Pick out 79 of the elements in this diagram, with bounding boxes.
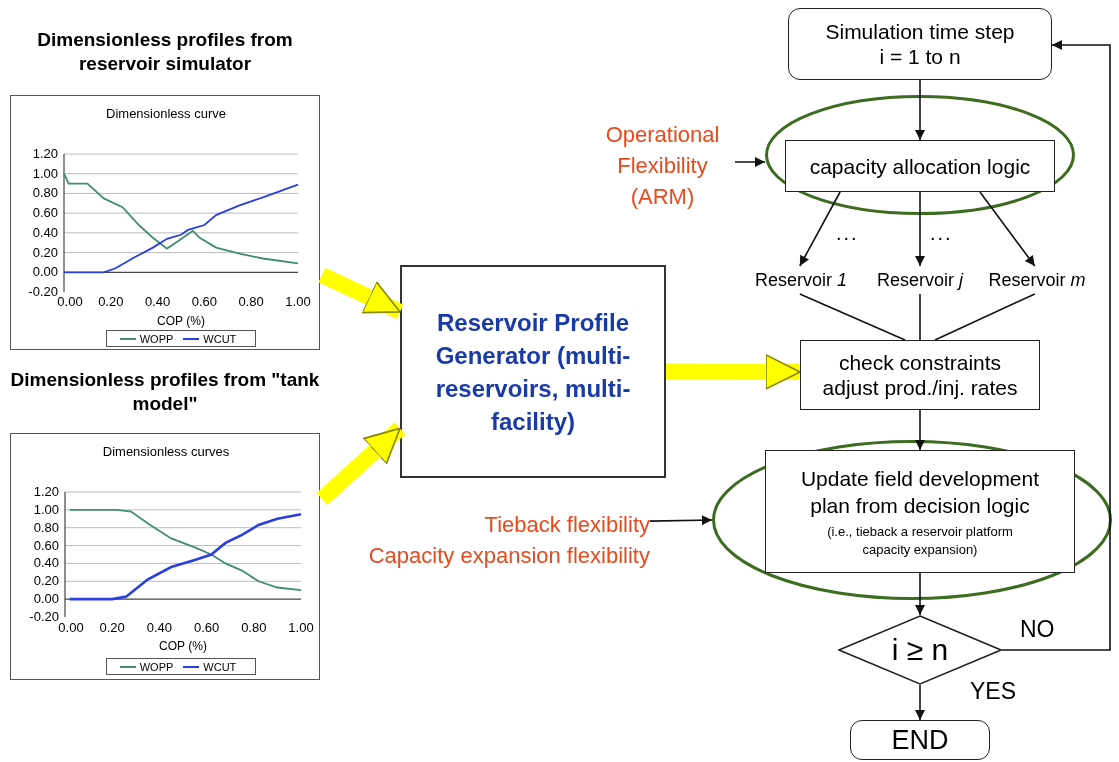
box-text: check constraints adjust prod./inj. rates: [821, 350, 1019, 400]
process-box: [800, 340, 1040, 410]
tick-label: 1.20: [32, 484, 59, 500]
legend-label: WCUT: [203, 660, 237, 673]
box-text: capacity allocation logic: [809, 153, 1031, 179]
tick-label: 0.40: [143, 294, 172, 310]
flexibility-ellipse: [712, 440, 1112, 600]
box-text: Simulation time step: [825, 19, 1015, 44]
tick-label: 0.40: [31, 224, 58, 241]
tick-label: 0.20: [31, 244, 58, 261]
tick-label: 0.00: [31, 264, 58, 281]
chart-heading: Dimensionless profiles from "tank model": [9, 368, 321, 416]
connector-line: [934, 293, 1036, 341]
tick-label: 0.80: [240, 620, 268, 636]
tick-label: 0.60: [190, 294, 219, 310]
chart-heading: Dimensionless profiles from reservoir simulator: [36, 28, 294, 76]
tick-label: 0.00: [32, 591, 59, 608]
arrow: [915, 191, 925, 267]
generator-box: [400, 265, 666, 478]
terminal-box: [850, 720, 990, 760]
box-text: (i.e., tieback a reservoir platform capacity expansion): [826, 522, 1014, 559]
decision-text: i ≥ n: [891, 633, 949, 667]
tick-label: 0.20: [97, 294, 125, 310]
reservoir-label: Reservoir m: [988, 269, 1086, 291]
flexibility-ellipse: [765, 95, 1075, 215]
arrow: [915, 572, 925, 616]
legend-label: WOPP: [139, 332, 174, 345]
tick-label: 0.60: [31, 205, 58, 222]
flexibility-note: Capacity expansion flexibility: [368, 542, 650, 570]
tick-label: 0.20: [32, 573, 59, 590]
connector-line: [919, 293, 921, 341]
arrow: [649, 515, 713, 526]
tick-label: 0.40: [32, 555, 59, 572]
flexibility-note: Operational Flexibility (ARM): [604, 120, 721, 211]
legend-label: WOPP: [139, 660, 174, 673]
ellipsis-mark: ...: [930, 222, 953, 245]
process-box: [785, 140, 1055, 192]
flexibility-note: Tieback flexibility: [484, 511, 650, 539]
box-text: Update field development plan from decision logic: [799, 465, 1041, 519]
arrow: [915, 79, 925, 141]
tick-label: 0.60: [32, 537, 59, 554]
tick-label: 0.20: [98, 620, 126, 636]
reservoir-label: Reservoir j: [877, 269, 963, 291]
box-text: Reservoir Profile Generator (multi-reservoirs, multi-facility): [434, 307, 632, 437]
tick-label: 0.40: [145, 620, 174, 636]
tick-label: 0.00: [57, 294, 84, 310]
axis-title: COP (%): [158, 639, 208, 653]
box-text: END: [891, 724, 949, 756]
tick-label: 0.80: [32, 519, 59, 536]
tick-label: -0.20: [27, 284, 58, 299]
reservoir-label: Reservoir 1: [754, 269, 847, 291]
ellipsis-mark: ...: [836, 222, 859, 245]
block-arrow: [665, 354, 801, 390]
arrow: [734, 157, 766, 167]
chart-title: Dimensionless curve: [105, 106, 227, 121]
arrow: [915, 409, 925, 451]
tick-label: 0.80: [31, 185, 58, 202]
tick-label: -0.20: [28, 609, 59, 624]
box-text: i = 1 to n: [879, 44, 961, 69]
tick-label: 1.00: [284, 294, 312, 310]
tick-label: 0.80: [237, 294, 265, 310]
tick-label: 1.00: [31, 165, 58, 182]
tick-label: 0.60: [192, 620, 221, 636]
tick-label: 0.00: [58, 620, 85, 636]
arrow: [1001, 40, 1111, 651]
arrow: [799, 191, 841, 267]
tick-label: 1.00: [287, 620, 315, 636]
arrow: [979, 191, 1036, 267]
tick-label: 1.20: [31, 146, 58, 162]
chart-title: Dimensionless curves: [101, 444, 231, 459]
process-box: [765, 450, 1075, 573]
terminal-box: [788, 8, 1052, 80]
legend-label: WCUT: [203, 332, 237, 345]
axis-title: COP (%): [156, 314, 206, 328]
block-arrow: [316, 422, 406, 505]
connector-line: [799, 293, 906, 341]
block-arrow: [318, 267, 404, 320]
arrow: [915, 684, 925, 721]
tick-label: 1.00: [32, 501, 59, 518]
